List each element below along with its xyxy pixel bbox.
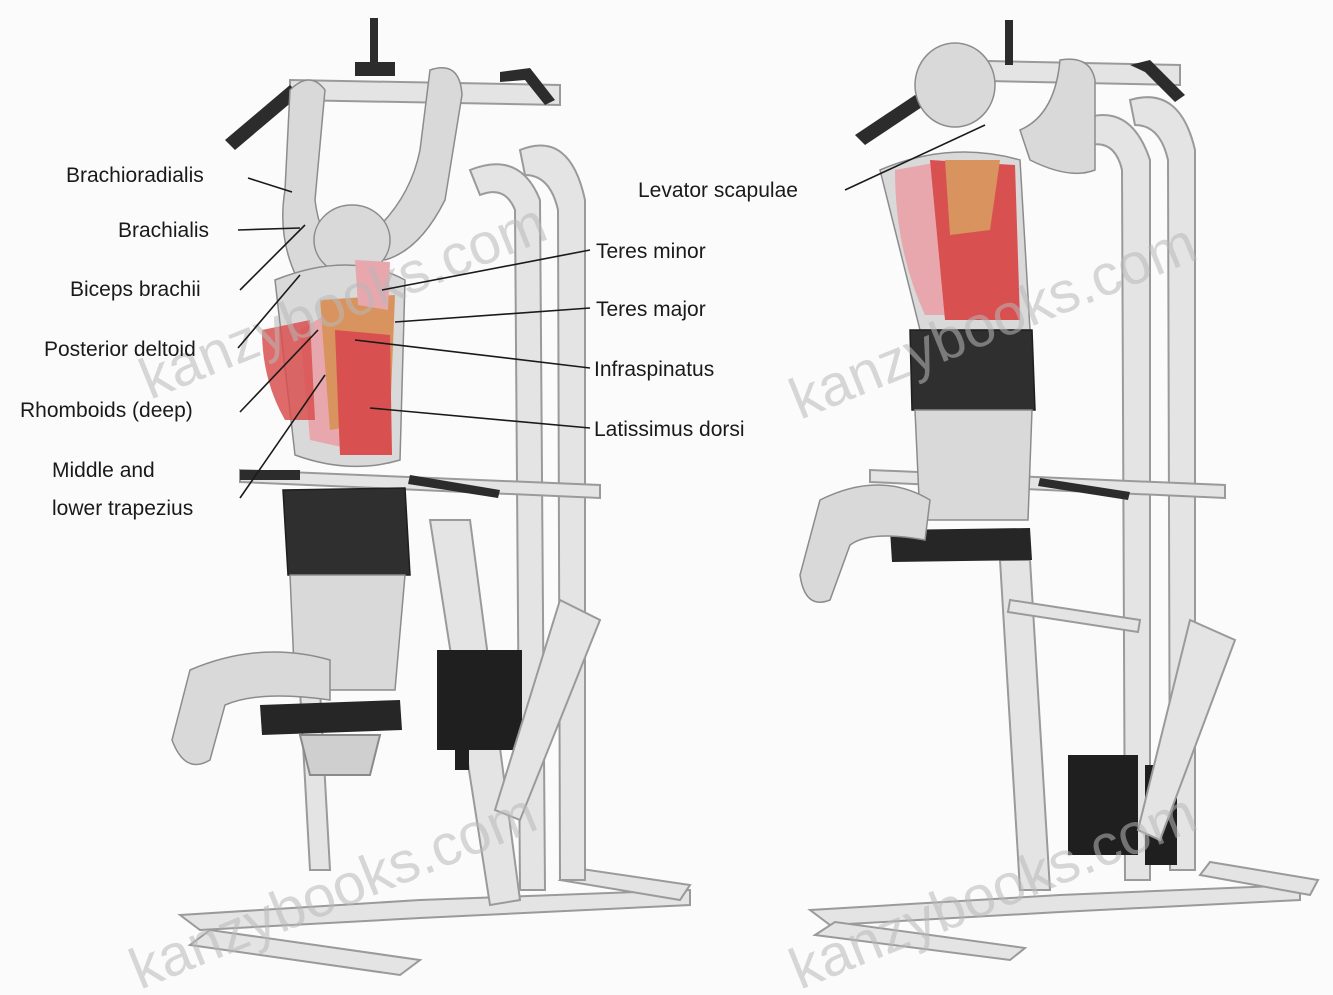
label-brachialis: Brachialis: [118, 219, 209, 242]
label-teres-minor: Teres minor: [596, 240, 706, 263]
label-brachioradialis: Brachioradialis: [66, 164, 204, 187]
label-lower-trapezius: lower trapezius: [52, 497, 193, 520]
watermark-4: kanzybooks.com: [781, 780, 1206, 995]
label-teres-major: Teres major: [596, 298, 706, 321]
label-latissimus-dorsi: Latissimus dorsi: [594, 418, 745, 441]
left-figure: [172, 68, 462, 765]
label-rhomboids: Rhomboids (deep): [20, 399, 193, 422]
label-infraspinatus: Infraspinatus: [594, 358, 714, 381]
label-middle-and: Middle and: [52, 459, 155, 482]
label-posterior-deltoid: Posterior deltoid: [44, 338, 196, 361]
labels-left: Brachioradialis Brachialis Biceps brachi…: [20, 164, 209, 520]
label-levator-scapulae: Levator scapulae: [638, 179, 798, 202]
label-biceps-brachii: Biceps brachii: [70, 278, 201, 301]
labels-middle: Teres minor Teres major Infraspinatus La…: [594, 240, 745, 441]
